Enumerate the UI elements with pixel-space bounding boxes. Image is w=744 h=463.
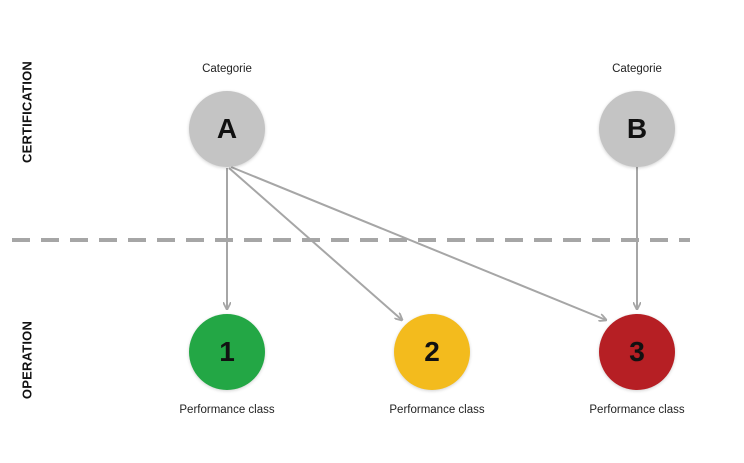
performance-class-3-label: 3 <box>629 336 645 367</box>
performance-class-3-node: 3 <box>599 314 675 390</box>
performance-class-2-label: 2 <box>424 336 440 367</box>
performance-class-2-node: 2 <box>394 314 470 390</box>
category-a-node: A <box>189 91 265 167</box>
category-a-caption: Categorie <box>202 63 252 75</box>
performance-class-1-label: 1 <box>219 336 235 367</box>
performance-class-1-node: 1 <box>189 314 265 390</box>
arrow-a-to-2 <box>228 167 402 320</box>
performance-class-2-caption: Performance class <box>389 404 485 416</box>
operation-lane-label: OPERATION <box>19 320 35 400</box>
category-b-caption: Categorie <box>612 63 662 75</box>
certification-lane-label: CERTIFICATION <box>19 60 35 164</box>
performance-class-1-caption: Performance class <box>179 404 275 416</box>
category-a-label: A <box>216 113 238 144</box>
category-b-node: B <box>599 91 675 167</box>
performance-class-3-caption: Performance class <box>589 404 685 416</box>
category-b-label: B <box>626 113 648 144</box>
arrow-a-to-3 <box>230 166 606 320</box>
